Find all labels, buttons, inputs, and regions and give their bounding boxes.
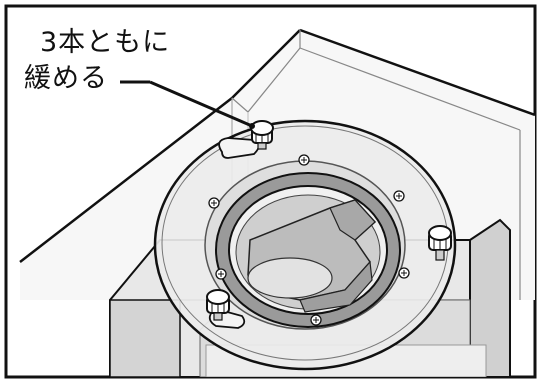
screw-slot xyxy=(208,137,260,329)
thumb-screw-icon xyxy=(206,120,452,321)
ring xyxy=(215,172,401,328)
callout-line-2: 緩める xyxy=(24,63,108,94)
callout-line-1: 3本ともに xyxy=(40,27,171,58)
callout-leader xyxy=(120,80,255,129)
